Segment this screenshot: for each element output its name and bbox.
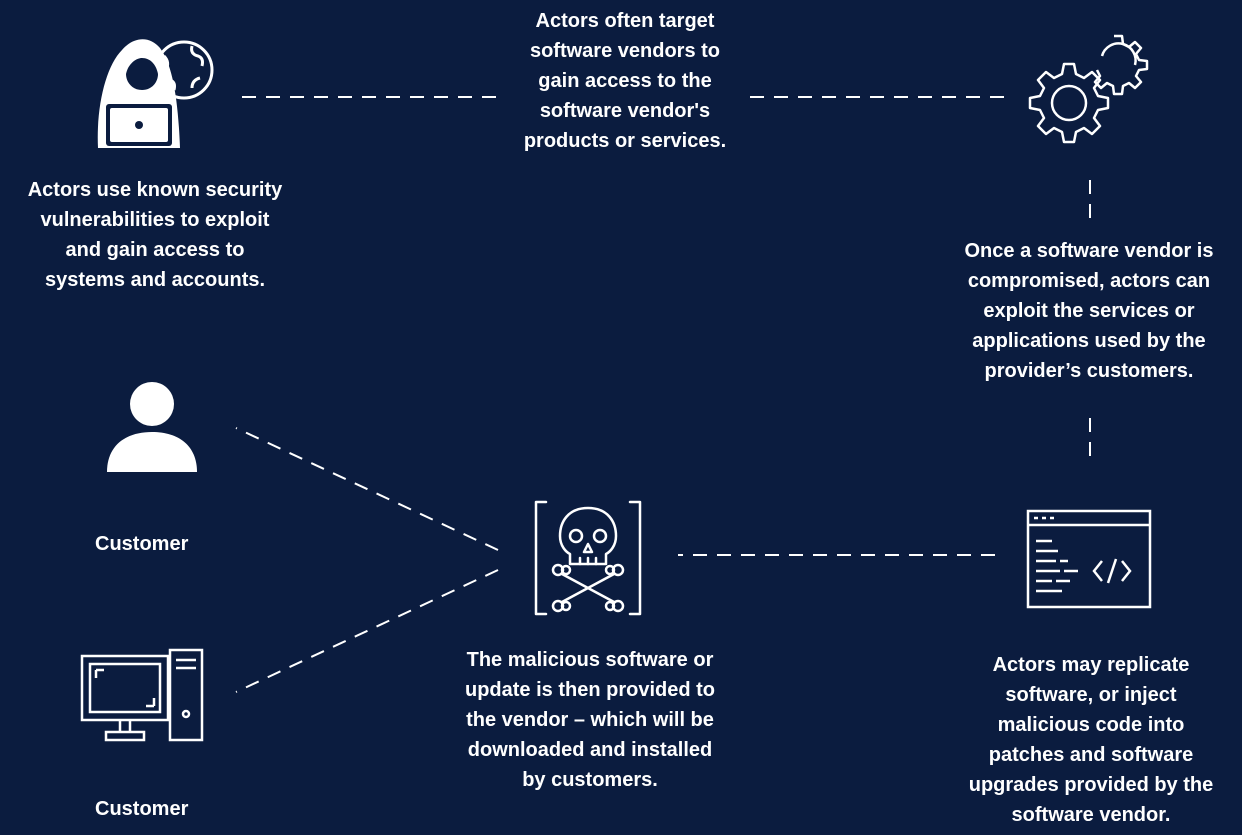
code-injection-description: Actors may replicate software, or inject… — [968, 654, 1214, 826]
gears-icon — [1028, 34, 1149, 144]
vendor-target-description: Actors often target software vendors to … — [523, 10, 727, 152]
person-icon — [107, 382, 197, 472]
vendor-compromised-description: Once a software vendor is compromised, a… — [964, 240, 1214, 382]
malicious-update-description: The malicious software or update is then… — [464, 649, 715, 791]
hacker-description: Actors use known security vulnerabilitie… — [27, 179, 283, 291]
skull-crossbones-icon — [534, 500, 642, 616]
customer-computer-label: Customer — [95, 798, 189, 820]
hacker-with-globe-icon — [97, 39, 214, 148]
code-window-icon — [1026, 509, 1152, 609]
connector-skull-to-person — [235, 427, 499, 551]
connector-skull-to-computer — [235, 569, 499, 693]
customer-person-label: Customer — [95, 533, 189, 555]
desktop-computer-icon — [80, 648, 204, 742]
